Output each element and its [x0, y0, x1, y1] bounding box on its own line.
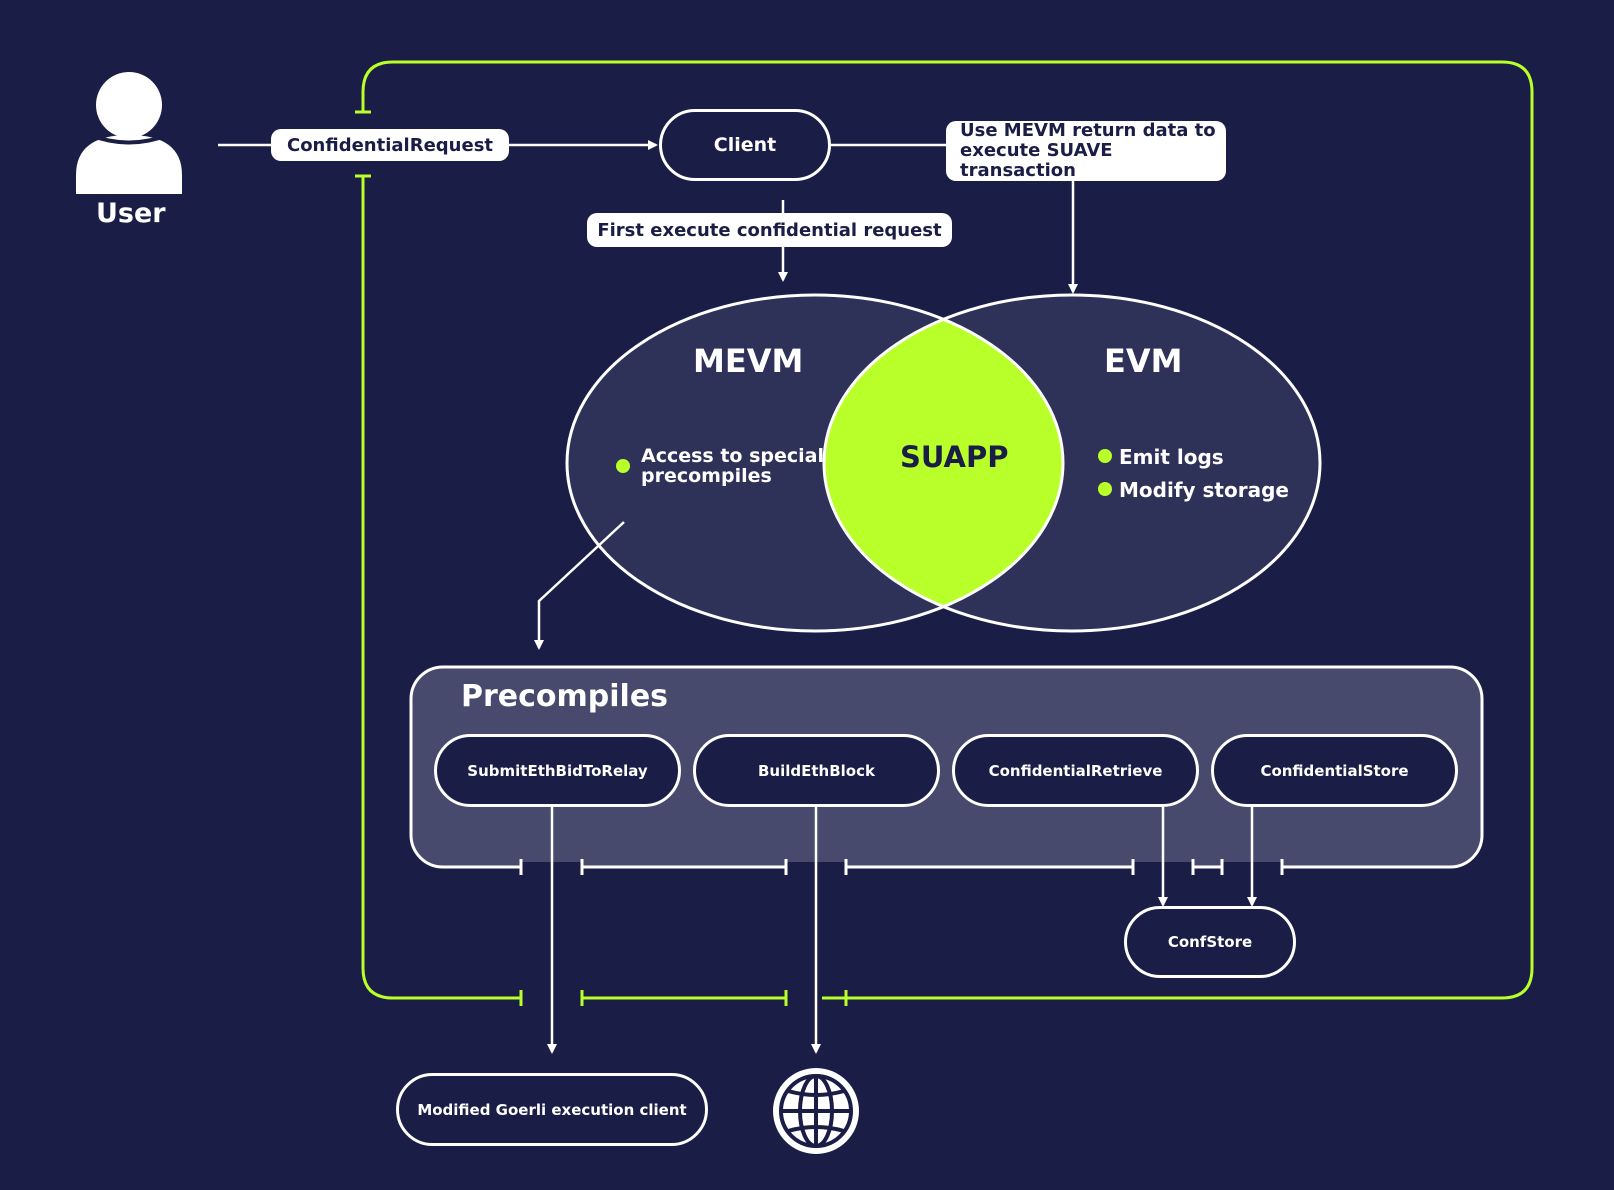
use-mevm-label: Use MEVM return data to execute SUAVE tr…: [946, 121, 1226, 181]
evm-bullet-1: Emit logs: [1119, 445, 1224, 469]
precompile-confidential-store: ConfidentialStore: [1211, 734, 1458, 807]
suave-boundary: [361, 60, 1534, 1000]
precompile-submit-eth-bid-to-relay: SubmitEthBidToRelay: [434, 734, 681, 807]
client-node: Client: [659, 109, 831, 181]
suapp-title: SUAPP: [900, 440, 1009, 474]
mevm-bullet-text: Access to special precompiles: [641, 446, 824, 486]
precompiles-title: Precompiles: [461, 679, 669, 714]
evm-title: EVM: [1104, 342, 1183, 380]
goerli-client-node: Modified Goerli execution client: [396, 1073, 708, 1146]
globe-icon: [773, 1068, 859, 1154]
use-mevm-line-1: Use MEVM return data to: [960, 120, 1216, 141]
precompiles-panel: [409, 665, 1484, 869]
mevm-bullet-line-1: Access to special: [641, 445, 825, 467]
use-mevm-line-2: execute SUAVE transaction: [960, 140, 1113, 181]
evm-bullet-dot-1: [1098, 449, 1112, 463]
mevm-bullet-line-2: precompiles: [641, 465, 772, 487]
suave-boundary-left: [361, 176, 521, 1000]
mevm-title: MEVM: [693, 342, 804, 380]
precompile-build-eth-block: BuildEthBlock: [693, 734, 940, 807]
mevm-bullet-dot: [616, 459, 630, 473]
evm-bullet-2: Modify storage: [1119, 478, 1289, 502]
first-execute-label: First execute confidential request: [587, 213, 952, 247]
precompile-confidential-retrieve: ConfidentialRetrieve: [952, 734, 1199, 807]
evm-bullet-dot-2: [1098, 482, 1112, 496]
confstore-node: ConfStore: [1124, 906, 1296, 978]
user-icon: [76, 72, 182, 194]
confidential-request-label: ConfidentialRequest: [271, 129, 509, 161]
suapp-intersection: [824, 295, 1063, 631]
user-label: User: [96, 198, 166, 229]
